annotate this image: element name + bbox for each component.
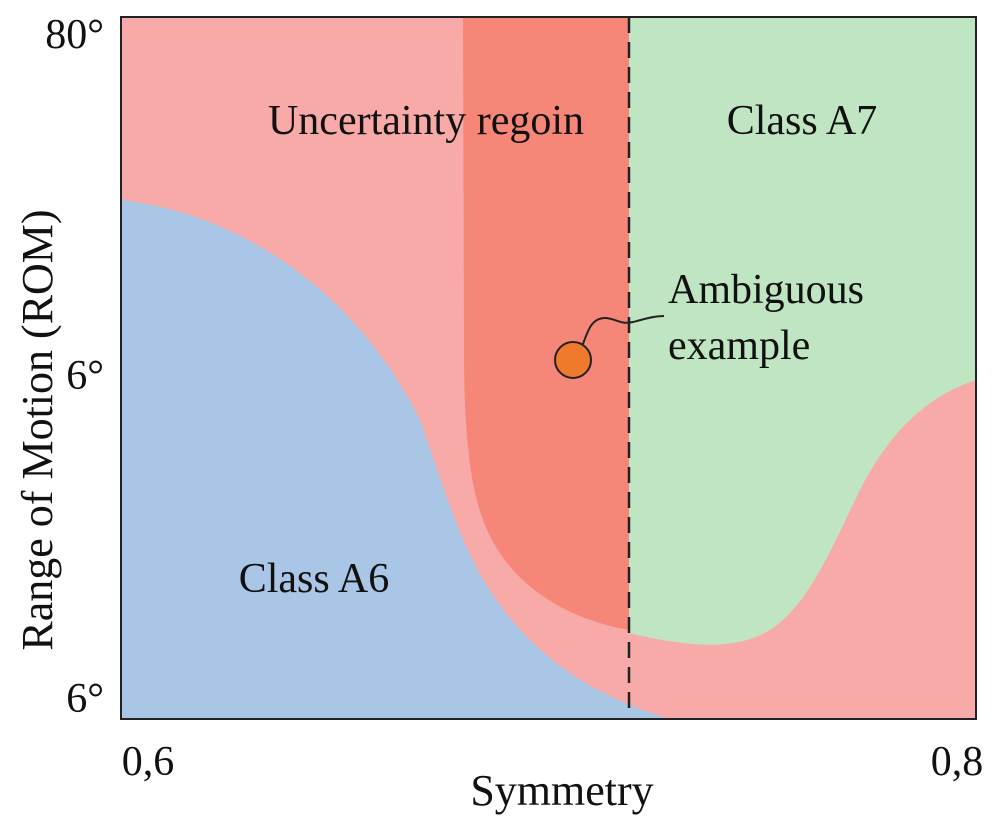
plot-frame — [120, 16, 977, 720]
annotation-label-line1: Ambiguous — [668, 267, 864, 313]
uncertainty-region-label: Uncertainty regoin — [268, 98, 584, 144]
y-tick-label-middle: 6° — [66, 353, 104, 399]
class-a6-region — [121, 200, 670, 719]
y-tick-label-bottom: 6° — [66, 676, 104, 722]
class-a7-region — [629, 17, 976, 645]
annotation-label-line2: example — [668, 323, 810, 369]
ambiguous-example-point — [554, 341, 592, 379]
y-tick-label-top: 80° — [45, 12, 104, 58]
annotation-leader-line — [582, 315, 665, 345]
class-a6-label: Class A6 — [239, 556, 390, 602]
x-axis-title: Symmetry — [470, 766, 653, 815]
x-tick-label-right: 0,8 — [931, 739, 984, 785]
x-tick-label-left: 0,6 — [122, 739, 175, 785]
uncertainty-core-region — [463, 17, 629, 630]
y-axis-title: Range of Motion (ROM) — [13, 209, 62, 650]
plot-regions — [121, 17, 976, 719]
class-a7-label: Class A7 — [727, 98, 878, 144]
